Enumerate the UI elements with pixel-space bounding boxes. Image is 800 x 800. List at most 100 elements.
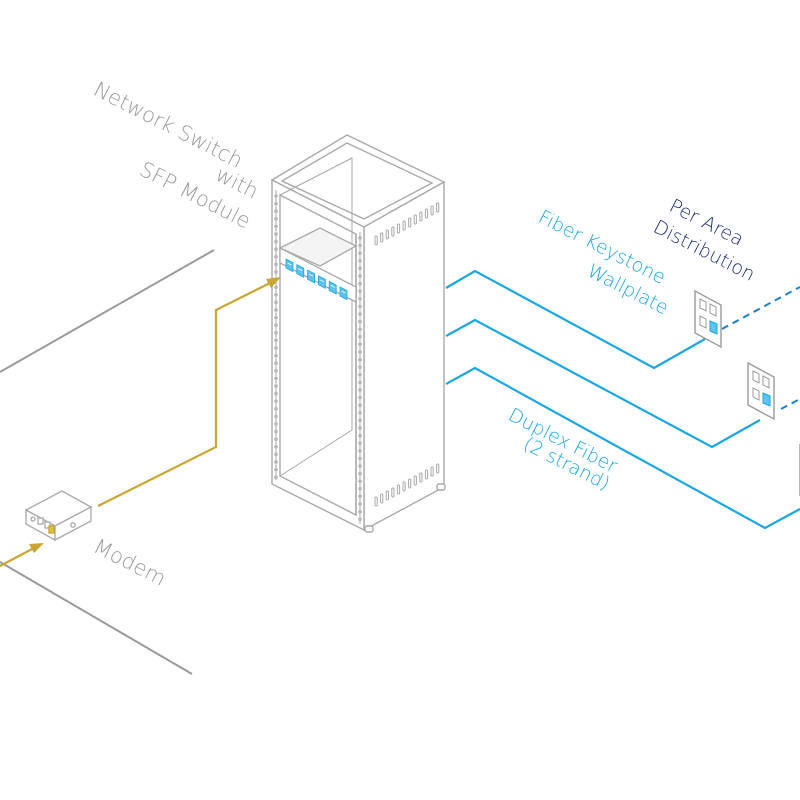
- rack-hole: [274, 460, 278, 464]
- wallplate-2-slot-bl: [752, 387, 760, 401]
- vent-slot: [424, 208, 429, 219]
- vent-slot: [413, 214, 417, 225]
- rack-hole: [358, 426, 362, 430]
- vent-slot: [419, 211, 423, 222]
- rack-side-face: [363, 180, 445, 532]
- modem-jack-1: [30, 516, 36, 522]
- modem-uplink-port: [48, 525, 55, 534]
- label-modem: Modem: [90, 534, 170, 591]
- rack-hole: [358, 411, 362, 415]
- rack-hole: [358, 289, 362, 294]
- wallplate-2: [747, 361, 775, 421]
- modem-device: [24, 490, 93, 542]
- rack-hole: [274, 247, 278, 251]
- rack-hole: [274, 429, 278, 434]
- rack-hole: [358, 509, 362, 514]
- rack-hole: [274, 232, 278, 236]
- switch-front: [279, 246, 357, 304]
- switch-sfp-ports: [285, 258, 348, 301]
- rack-hole: [358, 403, 362, 408]
- floor-guide-lines: [0, 249, 215, 675]
- sfp-port: [285, 258, 294, 273]
- sfp-port-slot: [330, 285, 335, 288]
- fiber-run-3: [445, 366, 800, 530]
- rack-hole: [358, 335, 362, 339]
- sfp-port-slot: [298, 268, 303, 271]
- rack-hole: [274, 217, 278, 221]
- per-area-distribution-lines: [721, 286, 800, 410]
- sfp-port-slot: [341, 290, 346, 294]
- vent-slot: [408, 217, 412, 228]
- vent-slot: [391, 487, 395, 498]
- vent-slot: [430, 466, 434, 477]
- vent-slot: [374, 235, 378, 246]
- rack-caster-1: [364, 525, 374, 533]
- modem-port-1: [37, 517, 44, 525]
- guide-line-lower: [0, 561, 193, 675]
- rack-caster-2: [436, 483, 446, 491]
- rack-hole: [274, 384, 278, 388]
- rack-hole: [274, 376, 278, 381]
- rack-hole: [358, 350, 362, 354]
- vent-slot: [408, 478, 412, 489]
- sfp-port-slot: [319, 279, 325, 283]
- rack-hole: [358, 441, 362, 446]
- wallplate-2-slot-tl: [752, 370, 760, 384]
- rack-hole: [358, 502, 362, 506]
- rack-hole: [274, 338, 278, 343]
- rack-hole: [358, 388, 362, 392]
- rack-hole: [358, 251, 362, 255]
- rack-vent-slots: [374, 202, 440, 507]
- uplink-path-incoming: [0, 547, 35, 567]
- vent-slot: [380, 232, 384, 243]
- rack-hole: [358, 243, 362, 248]
- vent-slot: [380, 493, 384, 504]
- rack-hole: [358, 266, 362, 271]
- sfp-port: [317, 275, 326, 290]
- wallplate-2-slot-tr: [762, 375, 770, 389]
- rack-hole: [358, 487, 362, 491]
- rack-hole: [274, 315, 278, 320]
- distribution-line-1: [721, 286, 800, 330]
- rack-hole: [274, 270, 278, 274]
- rack-hole: [358, 380, 362, 385]
- rack-hole: [358, 373, 362, 377]
- rack-hole: [358, 395, 362, 400]
- rack-top-inset: [280, 142, 434, 220]
- uplink-arrowhead-switch: [266, 277, 281, 288]
- rack-hole: [358, 259, 362, 263]
- duplex-fiber-runs: [445, 269, 800, 530]
- server-rack: [270, 134, 446, 533]
- rack-hole: [274, 323, 278, 328]
- guide-line-upper: [0, 249, 215, 373]
- vent-slot: [385, 490, 389, 501]
- rack-hole: [358, 464, 362, 468]
- label-modem-group: Modem: [90, 534, 170, 591]
- rack-hole: [274, 254, 278, 259]
- vent-slot: [413, 475, 417, 486]
- rack-mount-holes: [274, 194, 362, 522]
- rack-hole: [358, 433, 362, 438]
- rack-hole: [358, 274, 362, 278]
- vent-slot: [424, 469, 429, 480]
- rack-hole: [358, 236, 362, 240]
- rack-hole: [274, 201, 278, 206]
- uplink-arrowhead-modem: [29, 543, 44, 553]
- rack-hole: [358, 456, 362, 461]
- switch-top: [278, 227, 358, 267]
- rack-hole: [274, 369, 278, 373]
- rack-hole: [274, 308, 278, 312]
- rack-hole: [274, 407, 278, 411]
- rack-hole: [274, 437, 278, 442]
- rack-hole: [358, 479, 362, 484]
- wallplate-1-slot-tl: [699, 298, 707, 312]
- rack-hole: [274, 331, 278, 335]
- rack-hole: [274, 194, 278, 198]
- sfp-port: [328, 280, 337, 295]
- rack-hole: [274, 209, 278, 213]
- vent-slot: [402, 220, 406, 231]
- rack-hole: [274, 452, 278, 457]
- rack-hole: [358, 297, 362, 301]
- wallplate-1-slot-bl: [699, 315, 707, 329]
